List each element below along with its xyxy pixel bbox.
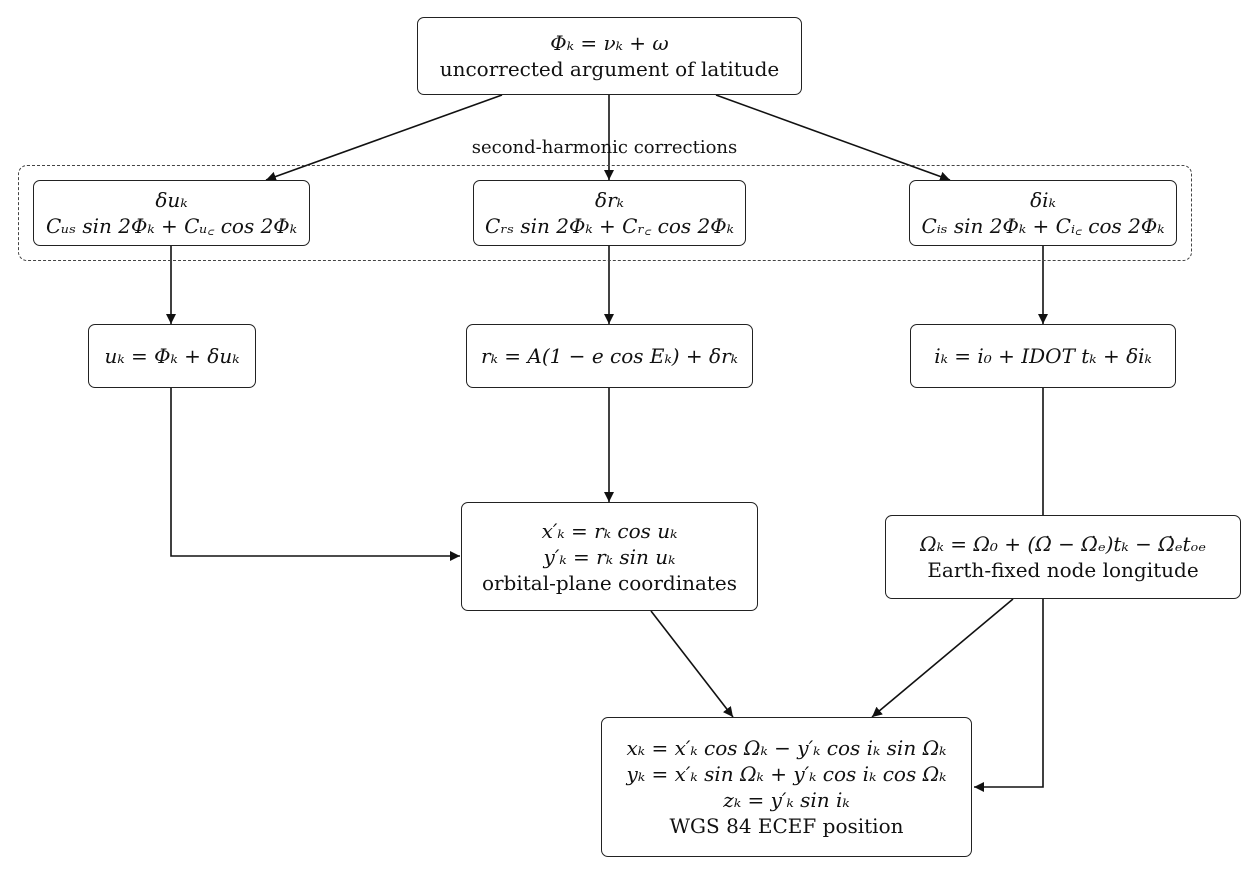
phi-equation: Φₖ = νₖ + ω <box>550 31 669 55</box>
node-longitude-description: Earth-fixed node longitude <box>927 558 1199 582</box>
node-orbital-plane: x′ₖ = rₖ cos uₖ y′ₖ = rₖ sin uₖ orbital-… <box>461 502 758 611</box>
ecef-description: WGS 84 ECEF position <box>669 814 904 838</box>
second-harmonic-group <box>18 165 1192 261</box>
node-node-longitude: Ωₖ = Ω₀ + (Ω̇ − Ω̇ₑ)tₖ − Ω̇ₑtₒₑ Earth-fi… <box>885 515 1241 599</box>
delta-i-formula: Cᵢₛ sin 2Φₖ + Cᵢ꜀ cos 2Φₖ <box>921 214 1165 238</box>
node-delta-r: δrₖ Cᵣₛ sin 2Φₖ + Cᵣ꜀ cos 2Φₖ <box>473 180 746 246</box>
orbital-plane-y: y′ₖ = rₖ sin uₖ <box>543 544 676 569</box>
group-label: second-harmonic corrections <box>471 137 738 158</box>
delta-i-symbol: δiₖ <box>1030 188 1056 212</box>
ecef-y: yₖ = x′ₖ sin Ωₖ + y′ₖ cos iₖ cos Ωₖ <box>626 762 947 786</box>
node-corrected-u: uₖ = Φₖ + δuₖ <box>88 324 256 388</box>
delta-r-symbol: δrₖ <box>595 188 624 212</box>
node-delta-u: δuₖ Cᵤₛ sin 2Φₖ + Cᵤ꜀ cos 2Φₖ <box>33 180 310 246</box>
orbital-plane-x: x′ₖ = rₖ cos uₖ <box>541 518 678 543</box>
node-argument-of-latitude: Φₖ = νₖ + ω uncorrected argument of lati… <box>417 17 802 95</box>
node-ecef-position: xₖ = x′ₖ cos Ωₖ − y′ₖ cos iₖ sin Ωₖ yₖ =… <box>601 717 972 857</box>
ecef-z: zₖ = y′ₖ sin iₖ <box>723 788 850 812</box>
delta-u-symbol: δuₖ <box>155 188 188 212</box>
orbital-plane-description: orbital-plane coordinates <box>481 570 738 595</box>
phi-description: uncorrected argument of latitude <box>439 57 780 81</box>
corrected-i-equation: iₖ = i₀ + IDOT tₖ + δiₖ <box>934 344 1152 368</box>
edge-plane-ecef <box>650 610 734 718</box>
ecef-x: xₖ = x′ₖ cos Ωₖ − y′ₖ cos iₖ sin Ωₖ <box>626 736 947 760</box>
delta-r-formula: Cᵣₛ sin 2Φₖ + Cᵣ꜀ cos 2Φₖ <box>485 214 734 238</box>
delta-u-formula: Cᵤₛ sin 2Φₖ + Cᵤ꜀ cos 2Φₖ <box>45 214 297 238</box>
node-corrected-i: iₖ = i₀ + IDOT tₖ + δiₖ <box>910 324 1176 388</box>
edge-omega-ecef <box>871 598 1014 718</box>
node-corrected-r: rₖ = A(1 − e cos Eₖ) + δrₖ <box>466 324 753 388</box>
node-delta-i: δiₖ Cᵢₛ sin 2Φₖ + Cᵢ꜀ cos 2Φₖ <box>909 180 1177 246</box>
edge-u-plane <box>170 388 460 561</box>
corrected-u-equation: uₖ = Φₖ + δuₖ <box>104 344 240 368</box>
node-longitude-equation: Ωₖ = Ω₀ + (Ω̇ − Ω̇ₑ)tₖ − Ω̇ₑtₒₑ <box>919 532 1207 556</box>
corrected-r-equation: rₖ = A(1 − e cos Eₖ) + δrₖ <box>481 344 738 368</box>
